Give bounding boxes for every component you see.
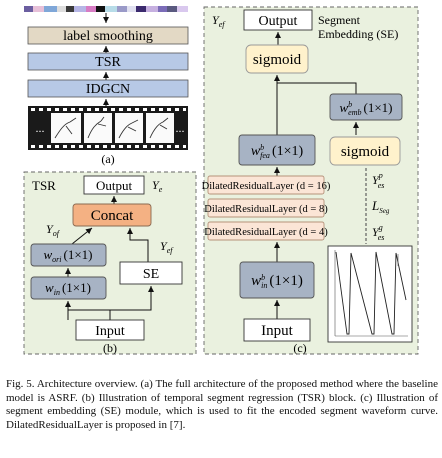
w-ori-box xyxy=(30,243,107,267)
sigmoid-right-text: sigmoid xyxy=(341,144,390,160)
se-title-line2: Embedding (SE) xyxy=(318,27,398,41)
label-smoothing-box xyxy=(27,26,189,45)
panel-b-title: TSR xyxy=(32,178,56,193)
drl-16-box xyxy=(207,175,325,195)
frame-4 xyxy=(146,113,174,143)
sigmoid-right-box xyxy=(329,136,401,166)
panel-b: TSR Output Ye Concat Yof wori(1×1) win(1… xyxy=(23,171,197,355)
frame-2 xyxy=(84,113,112,143)
sigmoid-top-box xyxy=(245,44,309,74)
panel-b-input-text: Input xyxy=(95,324,125,339)
idgcn-text: IDGCN xyxy=(86,82,130,97)
idgcn-box xyxy=(27,79,189,98)
panel-c-w-in-box xyxy=(239,261,315,299)
panel-c: Yef Output Segment Embedding (SE) sigmoi… xyxy=(202,6,419,355)
panel-b-input-box xyxy=(75,319,145,341)
se-text: SE xyxy=(143,267,159,282)
panel-c-input-text: Input xyxy=(261,323,293,339)
drl-8-box xyxy=(207,198,325,218)
se-title-line1: Segment xyxy=(318,13,361,27)
panel-b-label: (b) xyxy=(103,341,117,355)
frame-1 xyxy=(51,113,81,143)
panel-c-y-ef: Yef xyxy=(212,13,226,29)
seg-loss-label: LSeg xyxy=(371,198,390,215)
w-emb-box xyxy=(329,93,403,121)
panel-c-output-box xyxy=(243,9,313,31)
figure-caption: Fig. 5. Architecture overview. (a) The f… xyxy=(6,378,438,431)
w-in-text: win(1×1) xyxy=(45,280,91,297)
panel-b-output-text: Output xyxy=(96,178,133,193)
panel-c-output-text: Output xyxy=(259,14,298,29)
w-in-box xyxy=(30,276,107,300)
w-fea-box xyxy=(238,134,316,166)
frames-ellipsis-right: ... xyxy=(176,121,185,135)
drl-4-box xyxy=(207,221,325,241)
panel-b-y-ef: Yef xyxy=(160,239,174,255)
tsr-text: TSR xyxy=(95,55,121,70)
panel-a-label: (a) xyxy=(101,152,114,166)
panel-a: label smoothing TSR IDGCN xyxy=(24,6,189,166)
se-box xyxy=(119,261,183,285)
label-smoothing-text: label smoothing xyxy=(63,29,153,44)
panel-c-input-box xyxy=(243,318,311,342)
tsr-box xyxy=(27,52,189,71)
panel-c-label: (c) xyxy=(293,341,306,355)
waveform-curve xyxy=(335,251,407,335)
drl-16-text: DilatedResidualLayer (d = 16) xyxy=(202,181,331,192)
panel-b-y-of: Yof xyxy=(46,222,61,238)
concat-box xyxy=(72,203,152,227)
w-ori-text: wori(1×1) xyxy=(43,247,92,264)
drl-4-text: DilatedResidualLayer (d = 4) xyxy=(204,227,328,238)
frames-ellipsis-left: ... xyxy=(36,121,45,135)
video-film-strip: ... ... xyxy=(28,106,188,150)
panel-b-output-box xyxy=(83,175,145,195)
sigmoid-top-text: sigmoid xyxy=(253,52,302,68)
color-strip xyxy=(24,6,188,12)
concat-text: Concat xyxy=(91,208,134,224)
panel-b-y-e: Ye xyxy=(152,178,163,194)
drl-8-text: DilatedResidualLayer (d = 8) xyxy=(204,204,328,215)
segment-waveform-plot xyxy=(327,245,413,343)
